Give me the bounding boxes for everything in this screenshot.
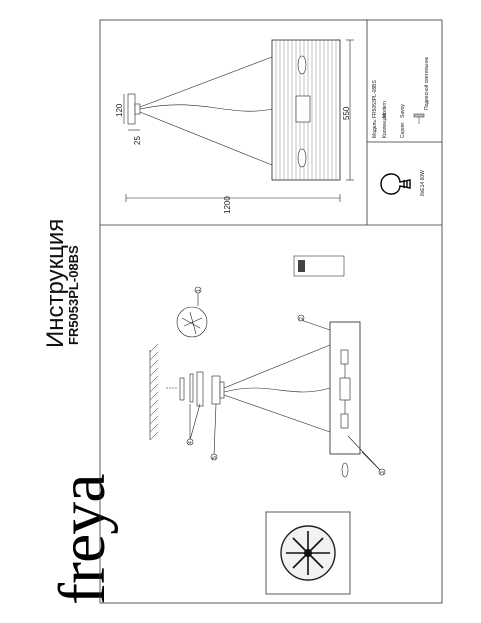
spec-model-label: Модель:: [372, 118, 378, 138]
callout-5: 5: [212, 456, 218, 459]
dim-length: 1200: [223, 196, 232, 214]
dim-canopy: 120: [115, 103, 124, 117]
outer-frame: [99, 19, 443, 604]
spec-series-label: Серия:: [400, 121, 406, 138]
bulb-label: 8xE14 60W: [420, 170, 426, 196]
assembly-diagram: [149, 292, 381, 478]
dim-height: 550: [342, 106, 351, 120]
dimension-drawing: [123, 39, 354, 202]
callout-4: 4: [188, 441, 194, 444]
dim-canopy-height: 25: [133, 136, 142, 145]
pendant-type-icon: [413, 113, 425, 124]
spec-collection-value: Modern: [382, 101, 388, 118]
product-photo: [265, 511, 351, 595]
bulb-icon: [380, 173, 411, 195]
spec-model-value: FR5053PL-08BS: [372, 80, 378, 118]
callout-markers: [186, 286, 386, 476]
callout-1: 1: [196, 289, 202, 292]
spec-series-value: Savoy: [400, 104, 406, 118]
spec-type-value: Подвесной светильник: [424, 57, 430, 110]
spec-tag: [293, 255, 345, 277]
callout-3: 3: [380, 471, 386, 474]
callout-2: 2: [299, 317, 305, 320]
